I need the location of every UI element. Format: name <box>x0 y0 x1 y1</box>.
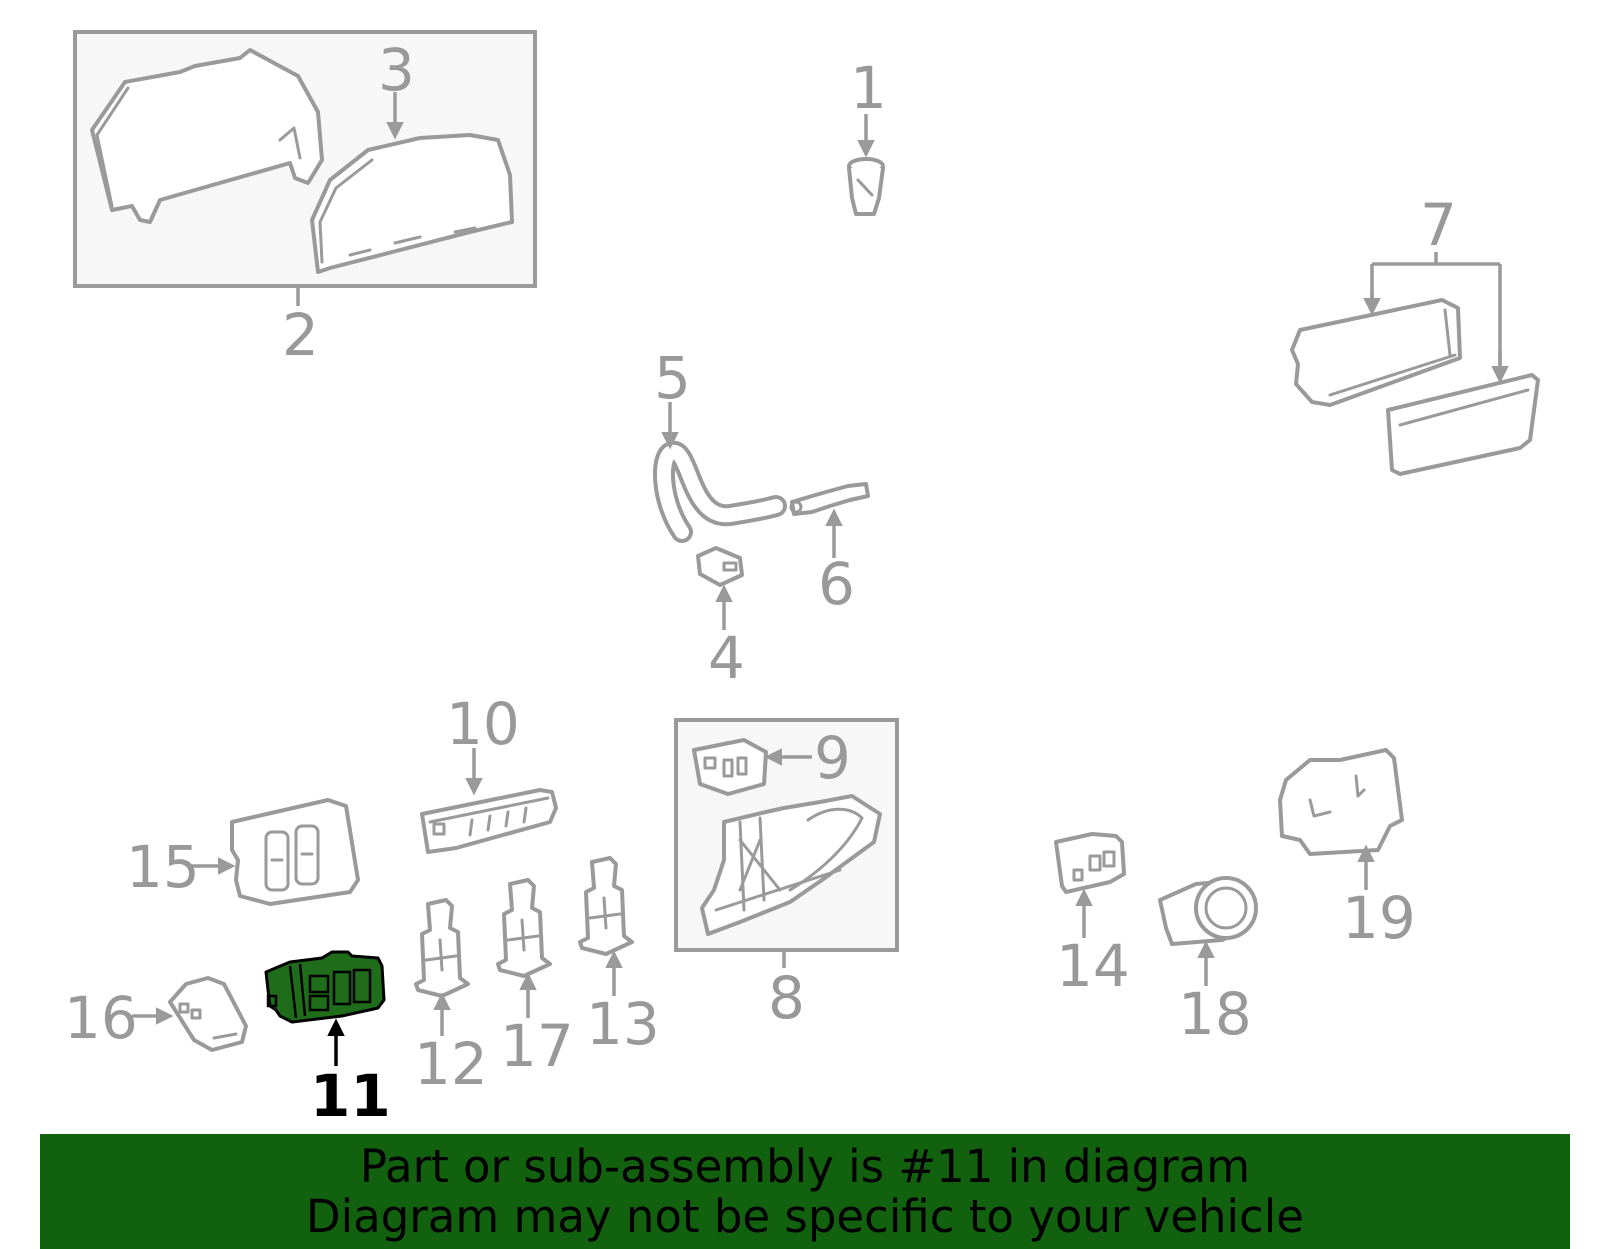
info-banner: Part or sub-assembly is #11 in diagram D… <box>40 1134 1570 1249</box>
callout-4: 4 <box>708 624 745 692</box>
callout-17: 17 <box>500 1012 574 1080</box>
callout-8: 8 <box>768 964 805 1032</box>
callout-1: 1 <box>850 54 887 122</box>
banner-line-2: Diagram may not be specific to your vehi… <box>306 1190 1304 1243</box>
part-19-module <box>1278 748 1404 856</box>
callout-18: 18 <box>1178 980 1252 1048</box>
callout-16: 16 <box>64 984 138 1052</box>
callout-11[interactable]: 11 <box>310 1062 391 1130</box>
part-7-display-upper <box>1290 298 1462 407</box>
part-13-socket <box>578 856 634 956</box>
part-11-switch-assembly[interactable] <box>264 950 386 1024</box>
callout-3: 3 <box>378 36 415 104</box>
part-10-switch-panel <box>420 788 558 854</box>
callout-2: 2 <box>282 301 319 369</box>
part-3-cluster-lens <box>310 133 514 274</box>
leader-7 <box>1370 252 1502 378</box>
part-2-cluster-housing <box>90 48 324 224</box>
banner-line-1: Part or sub-assembly is #11 in diagram <box>359 1140 1251 1193</box>
callout-5: 5 <box>654 344 691 412</box>
callout-13: 13 <box>586 990 660 1058</box>
part-8-shifter <box>700 794 882 936</box>
part-14-switch <box>1054 832 1126 894</box>
part-5-hose <box>653 441 787 543</box>
part-17-socket <box>496 878 552 978</box>
callout-15: 15 <box>126 833 200 901</box>
callout-7: 7 <box>1420 191 1457 259</box>
part-18-start-button <box>1158 876 1258 946</box>
part-12-socket <box>414 898 470 998</box>
callout-6: 6 <box>818 550 855 618</box>
part-16-switch <box>168 976 248 1052</box>
part-15-switch-bezel <box>230 798 360 906</box>
callout-10: 10 <box>446 690 520 758</box>
part-6-sensor <box>789 482 870 516</box>
callout-12: 12 <box>414 1030 488 1098</box>
part-7-display-lower <box>1386 373 1540 476</box>
part-9-switch <box>692 738 768 796</box>
part-4-connector <box>696 546 744 587</box>
callout-19: 19 <box>1342 884 1416 952</box>
part-1-clip <box>847 157 885 216</box>
callout-9: 9 <box>814 724 851 792</box>
callout-14: 14 <box>1056 932 1130 1000</box>
